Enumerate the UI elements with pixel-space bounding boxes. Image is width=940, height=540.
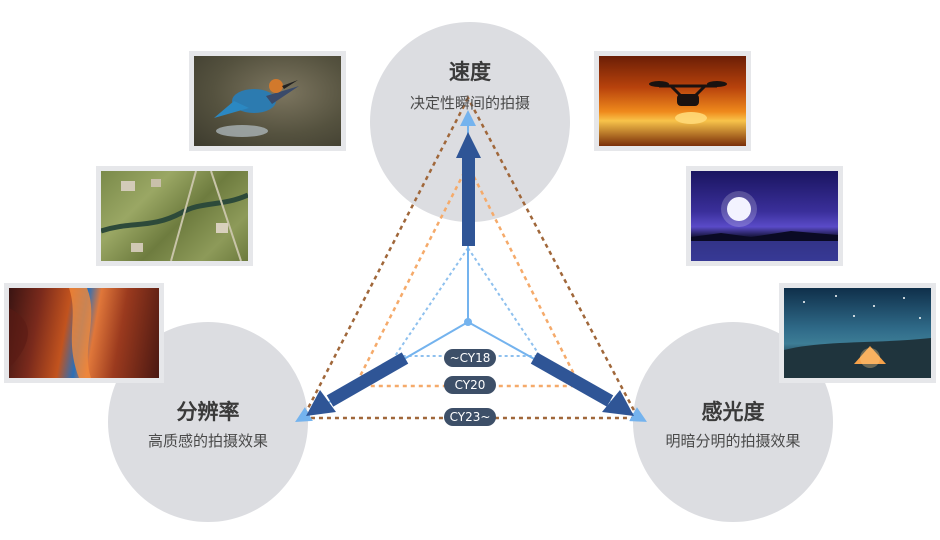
badge-cy23-label: CY23~ xyxy=(450,410,491,424)
speed-subtitle: 决定性瞬间的拍摄 xyxy=(409,94,530,112)
kingfisher-photo xyxy=(189,51,346,151)
speed-arrow-head xyxy=(456,132,481,158)
badge-cy18 xyxy=(444,349,496,367)
tent-icon xyxy=(784,295,931,378)
canyon-photo xyxy=(4,283,164,383)
canyon-icon xyxy=(9,288,92,378)
sensitivity-arrow-head xyxy=(602,390,634,416)
moon-icon xyxy=(691,191,838,261)
speed-arrow-shaft xyxy=(462,150,475,246)
drone-icon xyxy=(649,81,727,124)
starry-camp-photo xyxy=(779,283,936,383)
sensitivity-title: 感光度 xyxy=(701,400,765,424)
center-point xyxy=(464,318,472,326)
drone-sunset-photo xyxy=(594,51,751,151)
kingfisher-icon xyxy=(214,79,299,137)
resolution-title: 分辨率 xyxy=(176,400,240,424)
sensitivity-arrow-shaft xyxy=(530,352,614,407)
resolution-subtitle: 高质感的拍摄效果 xyxy=(147,432,268,450)
badge-cy18-label: ~CY18 xyxy=(450,351,491,365)
badge-cy23 xyxy=(444,408,496,426)
sensitivity-subtitle: 明暗分明的拍摄效果 xyxy=(665,432,801,450)
badge-cy20 xyxy=(444,376,496,394)
resolution-arrow-shaft xyxy=(326,352,409,407)
aerial-city-photo xyxy=(96,166,253,266)
speed-title: 速度 xyxy=(449,60,491,84)
moon-night-photo xyxy=(686,166,843,266)
badge-cy20-label: CY20 xyxy=(455,378,486,392)
resolution-arrow-head xyxy=(306,390,336,416)
aerial-map-icon xyxy=(101,171,248,261)
